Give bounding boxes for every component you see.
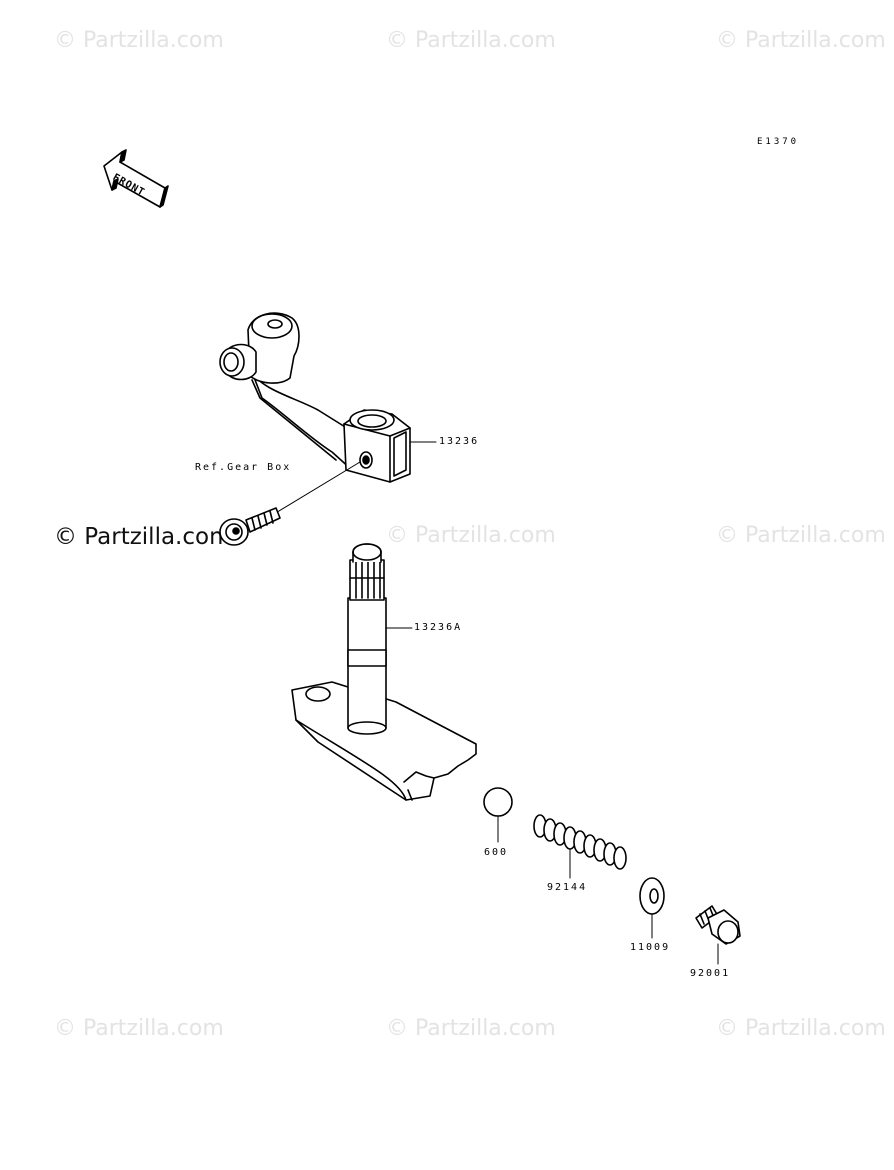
steel-ball-600 bbox=[483, 787, 513, 843]
watermark: © Partzilla.com bbox=[54, 28, 224, 53]
diagram-code: E1370 bbox=[757, 137, 800, 147]
watermark: © Partzilla.com bbox=[716, 1016, 886, 1041]
watermark: © Partzilla.com bbox=[716, 523, 886, 548]
watermark: © Partzilla.com bbox=[716, 28, 886, 53]
shift-shaft-13236A bbox=[291, 543, 477, 801]
part-number-label: 92144 bbox=[547, 882, 588, 893]
front-arrow-icon bbox=[103, 149, 169, 208]
part-number-label: 13236 bbox=[439, 436, 480, 447]
part-number-label: 92001 bbox=[690, 968, 731, 979]
plug-bolt-92001 bbox=[695, 905, 741, 965]
gear-box-bolt bbox=[219, 507, 281, 546]
part-number-label: 11009 bbox=[630, 942, 671, 953]
ref-note-label: Ref.Gear Box bbox=[195, 462, 292, 473]
watermark: © Partzilla.com bbox=[386, 28, 556, 53]
part-number-label: 600 bbox=[484, 847, 509, 858]
shift-lever-13236 bbox=[219, 312, 411, 483]
watermark: © Partzilla.com bbox=[386, 523, 556, 548]
watermark: © Partzilla.com bbox=[54, 1016, 224, 1041]
part-number-label: 13236A bbox=[414, 622, 463, 633]
spring-92144 bbox=[533, 814, 627, 879]
washer-11009 bbox=[639, 877, 665, 939]
watermark: © Partzilla.com bbox=[386, 1016, 556, 1041]
watermark-strong: © Partzilla.com bbox=[54, 524, 232, 550]
